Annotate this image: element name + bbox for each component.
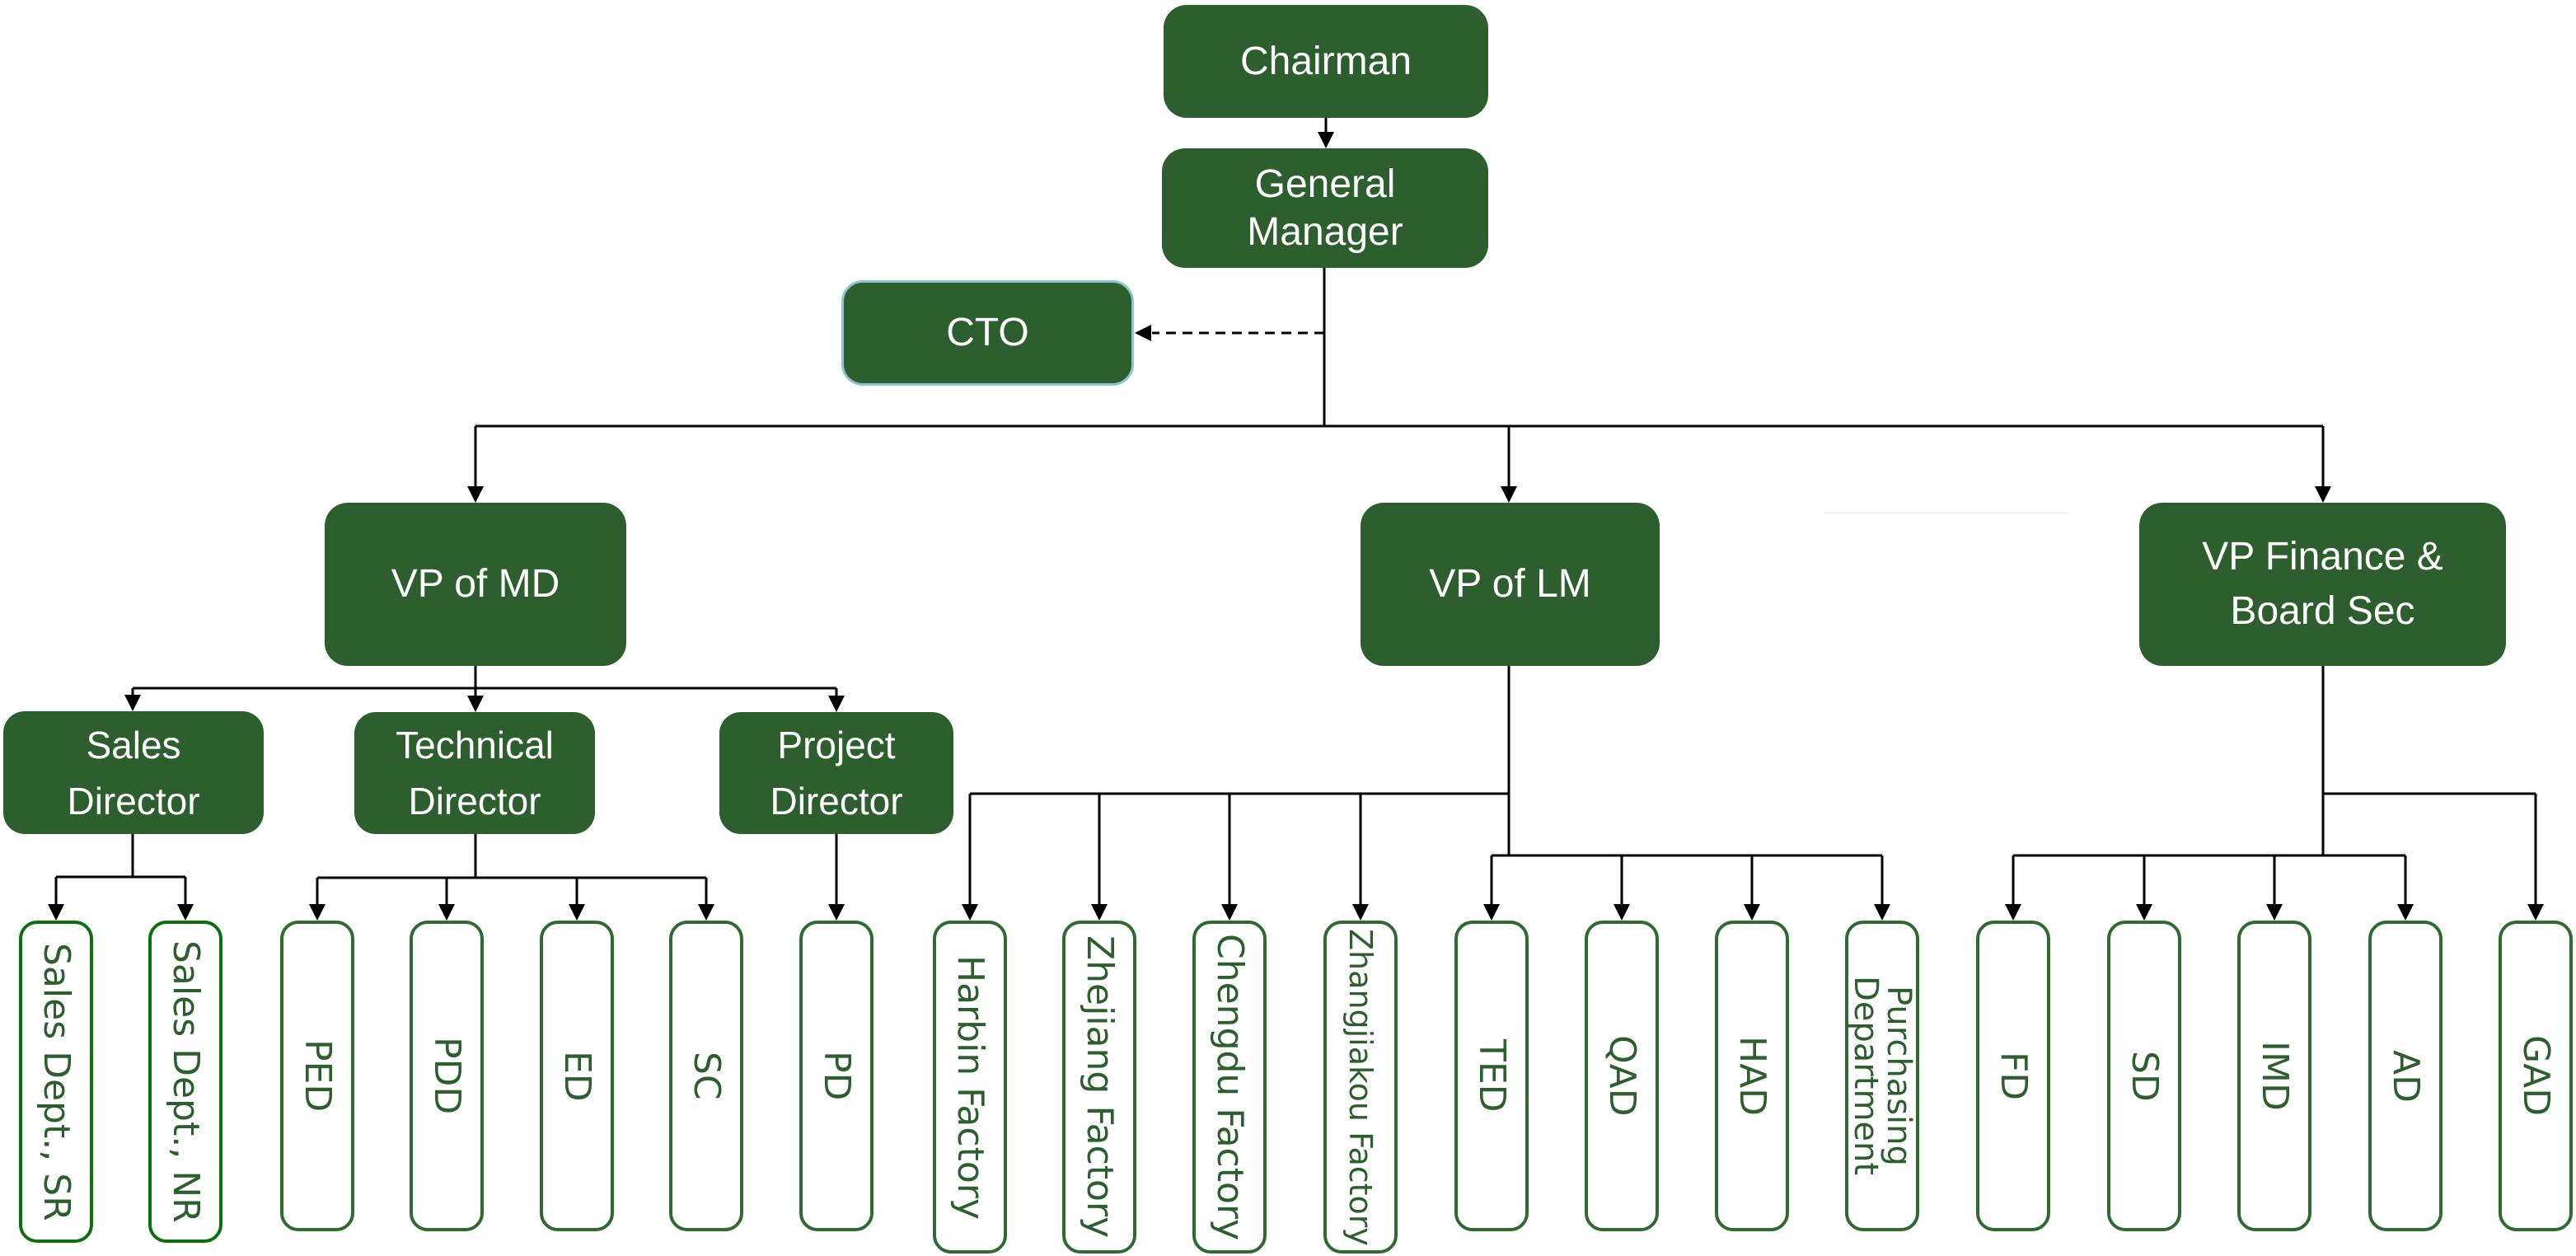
node-label: Chairman — [1239, 39, 1412, 83]
leaf-sd[interactable]: SD — [2107, 921, 2181, 1231]
node-label: CTO — [946, 311, 1029, 354]
arrowhead-icon — [828, 696, 845, 712]
arrowhead-icon — [48, 904, 64, 921]
faint-divider — [1824, 512, 2068, 514]
leaf-zhejiang-factory[interactable]: Zhejiang Factory — [1062, 921, 1136, 1254]
arrowhead-icon — [1483, 904, 1500, 921]
leaf-pd[interactable]: PD — [799, 921, 873, 1231]
arrowhead-icon — [124, 695, 141, 711]
node-label: VP of LM — [1429, 562, 1591, 606]
arrowhead-icon — [2136, 904, 2152, 921]
leaf-fd[interactable]: FD — [1976, 921, 2050, 1231]
arrowhead-icon — [467, 486, 484, 503]
leaf-purchasing-department[interactable]: Purchasing Department — [1845, 921, 1919, 1231]
leaf-label: Harbin Factory — [949, 954, 991, 1220]
arrowhead-icon — [2005, 904, 2021, 921]
leaf-ad[interactable]: AD — [2368, 921, 2443, 1231]
leaf-label: TED — [1471, 1039, 1513, 1113]
leaf-label: HAD — [1731, 1035, 1773, 1117]
leaf-label: AD — [2385, 1049, 2427, 1103]
arrowhead-icon — [1352, 904, 1369, 921]
leaf-sales-dept-sr[interactable]: Sales Dept., SR — [19, 921, 93, 1243]
leaf-label: Sales Dept., SR — [35, 942, 77, 1221]
leaf-label: Zhangjiakou Factory — [1342, 928, 1379, 1246]
arrowhead-icon — [828, 904, 845, 921]
node-project-director[interactable]: Project Director — [719, 712, 953, 834]
leaf-sales-dept-nr[interactable]: Sales Dept., NR — [148, 921, 222, 1243]
node-label: VP Finance & Board Sec — [2202, 535, 2443, 633]
leaf-ped[interactable]: PED — [280, 921, 354, 1231]
leaf-label: IMD — [2254, 1041, 2296, 1111]
arrowhead-icon — [1874, 904, 1890, 921]
leaf-label: QAD — [1601, 1035, 1643, 1117]
arrowhead-icon — [1614, 904, 1630, 921]
node-label: VP of MD — [391, 562, 560, 606]
node-chairman[interactable]: Chairman — [1164, 5, 1488, 118]
leaf-qad[interactable]: QAD — [1585, 921, 1659, 1231]
arrowhead-icon — [438, 904, 455, 921]
leaf-sc[interactable]: SC — [669, 921, 743, 1231]
node-technical-director[interactable]: Technical Director — [354, 712, 595, 834]
node-vp-lm[interactable]: VP of LM — [1361, 503, 1660, 666]
node-label: Sales Director — [67, 723, 200, 822]
node-label: Technical Director — [396, 724, 554, 822]
leaf-pdd[interactable]: PDD — [410, 921, 484, 1231]
leaf-label: FD — [1993, 1051, 2035, 1101]
arrowhead-icon — [2266, 904, 2283, 921]
arrowhead-icon — [1318, 132, 1334, 148]
leaf-label: SC — [686, 1052, 728, 1100]
node-label: Project Director — [770, 724, 903, 822]
arrowhead-icon — [1135, 325, 1151, 341]
leaf-label: PED — [297, 1039, 339, 1113]
arrowhead-icon — [962, 904, 978, 921]
node-cto[interactable]: CTO — [841, 280, 1134, 386]
leaf-label: PDD — [426, 1037, 468, 1115]
arrowhead-icon — [1091, 904, 1108, 921]
leaf-ted[interactable]: TED — [1454, 921, 1529, 1231]
leaf-chengdu-factory[interactable]: Chengdu Factory — [1192, 921, 1267, 1254]
arrowhead-icon — [2527, 904, 2544, 921]
leaf-harbin-factory[interactable]: Harbin Factory — [933, 921, 1007, 1254]
arrowhead-icon — [1744, 904, 1760, 921]
leaf-label: Sales Dept., NR — [165, 940, 207, 1223]
leaf-imd[interactable]: IMD — [2237, 921, 2311, 1231]
leaf-ed[interactable]: ED — [540, 921, 614, 1231]
node-general-manager[interactable]: General Manager — [1162, 148, 1488, 268]
leaf-label: Chengdu Factory — [1209, 933, 1251, 1241]
leaf-label: Zhejiang Factory — [1079, 935, 1121, 1239]
arrowhead-icon — [467, 696, 484, 712]
leaf-label: ED — [556, 1050, 598, 1102]
leaf-zhangjiakou-factory[interactable]: Zhangjiakou Factory — [1323, 921, 1398, 1254]
arrowhead-icon — [309, 904, 326, 921]
leaf-gad[interactable]: GAD — [2499, 921, 2573, 1231]
leaf-had[interactable]: HAD — [1715, 921, 1789, 1231]
arrowhead-icon — [698, 904, 714, 921]
arrowhead-icon — [1501, 486, 1517, 503]
arrowhead-icon — [2397, 904, 2414, 921]
arrowhead-icon — [177, 904, 194, 921]
leaf-label: GAD — [2515, 1035, 2557, 1117]
node-label: General Manager — [1247, 162, 1403, 254]
node-vp-md[interactable]: VP of MD — [325, 503, 626, 666]
leaf-label: PD — [816, 1051, 858, 1101]
arrowhead-icon — [1221, 904, 1238, 921]
node-vp-finance-board-sec[interactable]: VP Finance & Board Sec — [2139, 503, 2506, 666]
leaf-label: SD — [2124, 1050, 2166, 1102]
arrowhead-icon — [2315, 486, 2331, 503]
leaf-label: Purchasing Department — [1847, 976, 1918, 1176]
node-sales-director[interactable]: Sales Director — [3, 711, 264, 834]
arrowhead-icon — [569, 904, 585, 921]
